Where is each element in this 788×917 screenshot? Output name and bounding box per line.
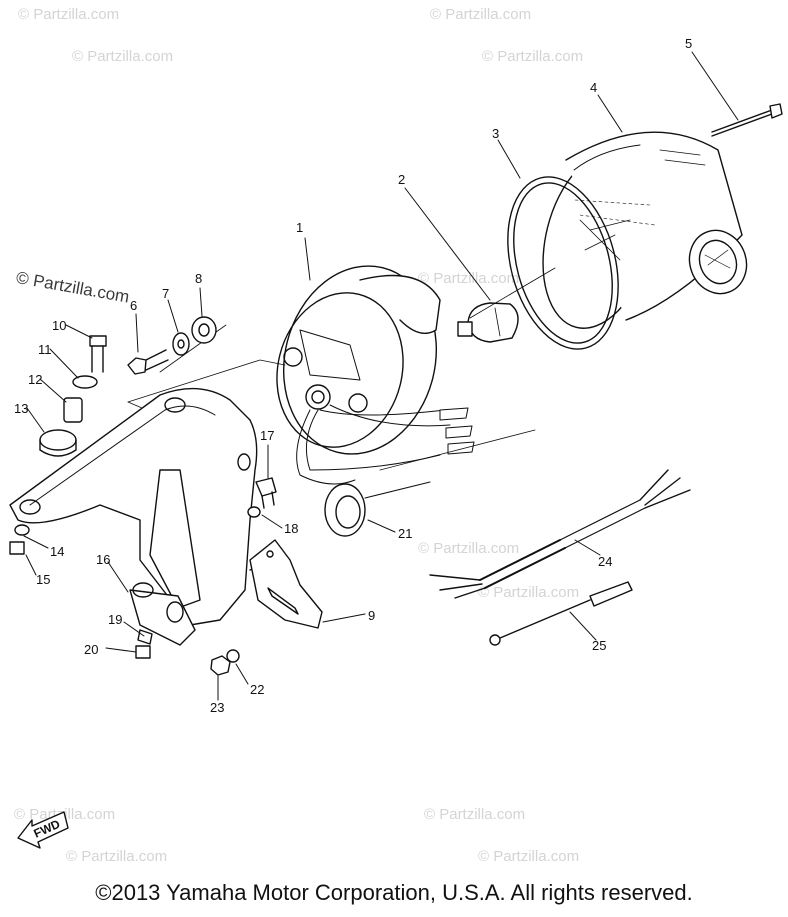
part-6-bolt <box>127 349 169 375</box>
callout-23: 23 <box>210 700 224 715</box>
callout-19: 19 <box>108 612 122 627</box>
watermark: © Partzilla.com <box>66 848 168 865</box>
callout-7: 7 <box>162 286 169 301</box>
callout-22: 22 <box>250 682 264 697</box>
callout-12: 12 <box>28 372 42 387</box>
part-9-bracket <box>9 387 276 626</box>
callout-numbers: 1 2 3 4 5 6 7 8 9 10 11 12 13 14 15 16 1… <box>14 36 692 715</box>
part-17-bolt <box>255 477 277 509</box>
callout-8: 8 <box>195 271 202 286</box>
part-21-grommet <box>324 481 431 537</box>
watermark: © Partzilla.com <box>478 584 580 601</box>
watermark: © Partzilla.com <box>18 6 120 23</box>
callout-21: 21 <box>398 526 412 541</box>
watermark: © Partzilla.com <box>418 270 520 287</box>
fwd-arrow <box>17 811 69 849</box>
copyright-notice: ©2013 Yamaha Motor Corporation, U.S.A. A… <box>95 880 693 905</box>
callout-18: 18 <box>284 521 298 536</box>
callout-14: 14 <box>50 544 64 559</box>
callout-2: 2 <box>398 172 405 187</box>
part-15-nut <box>9 541 25 555</box>
watermark: © Partzilla.com <box>72 48 174 65</box>
part-2-bulb <box>457 302 519 343</box>
watermark: © Partzilla.com <box>424 806 526 823</box>
callout-11: 11 <box>38 342 52 357</box>
callout-17: 17 <box>260 428 274 443</box>
watermark: © Partzilla.com <box>418 540 520 557</box>
part-12-collar <box>63 397 83 423</box>
part-24-harness <box>429 469 691 599</box>
leader-lines <box>23 51 739 701</box>
part-13-damper <box>39 429 77 457</box>
part-1-base <box>276 265 441 455</box>
part-14-washer <box>14 524 30 536</box>
part-8-spacer <box>191 316 217 344</box>
callout-16: 16 <box>96 552 110 567</box>
callout-5: 5 <box>685 36 692 51</box>
part-22-washer <box>226 649 240 663</box>
watermark: © Partzilla.com <box>482 48 584 65</box>
part-9-plate <box>249 539 323 629</box>
part-20-nut <box>135 645 151 659</box>
callout-10: 10 <box>52 318 66 333</box>
callout-6: 6 <box>130 298 137 313</box>
callout-4: 4 <box>590 80 597 95</box>
part-7-washer <box>172 332 190 356</box>
callout-9: 9 <box>368 608 375 623</box>
part-25-ground <box>489 581 633 646</box>
part-10-bolt <box>89 335 107 373</box>
callout-24: 24 <box>598 554 612 569</box>
callout-13: 13 <box>14 401 28 416</box>
callout-25: 25 <box>592 638 606 653</box>
part-19-screw <box>137 629 153 645</box>
part-11-washer <box>72 375 98 389</box>
part-5-screw <box>711 103 783 137</box>
watermark: © Partzilla.com <box>478 848 580 865</box>
part-3-gasket <box>507 176 619 350</box>
part-23-nut <box>210 655 231 676</box>
callout-3: 3 <box>492 126 499 141</box>
callout-20: 20 <box>84 642 98 657</box>
watermark: © Partzilla.com <box>430 6 532 23</box>
callout-15: 15 <box>36 572 50 587</box>
callout-1: 1 <box>296 220 303 235</box>
part-16-lamp <box>129 582 196 646</box>
part-4-housing <box>542 131 748 329</box>
part-18-washer <box>247 506 261 518</box>
